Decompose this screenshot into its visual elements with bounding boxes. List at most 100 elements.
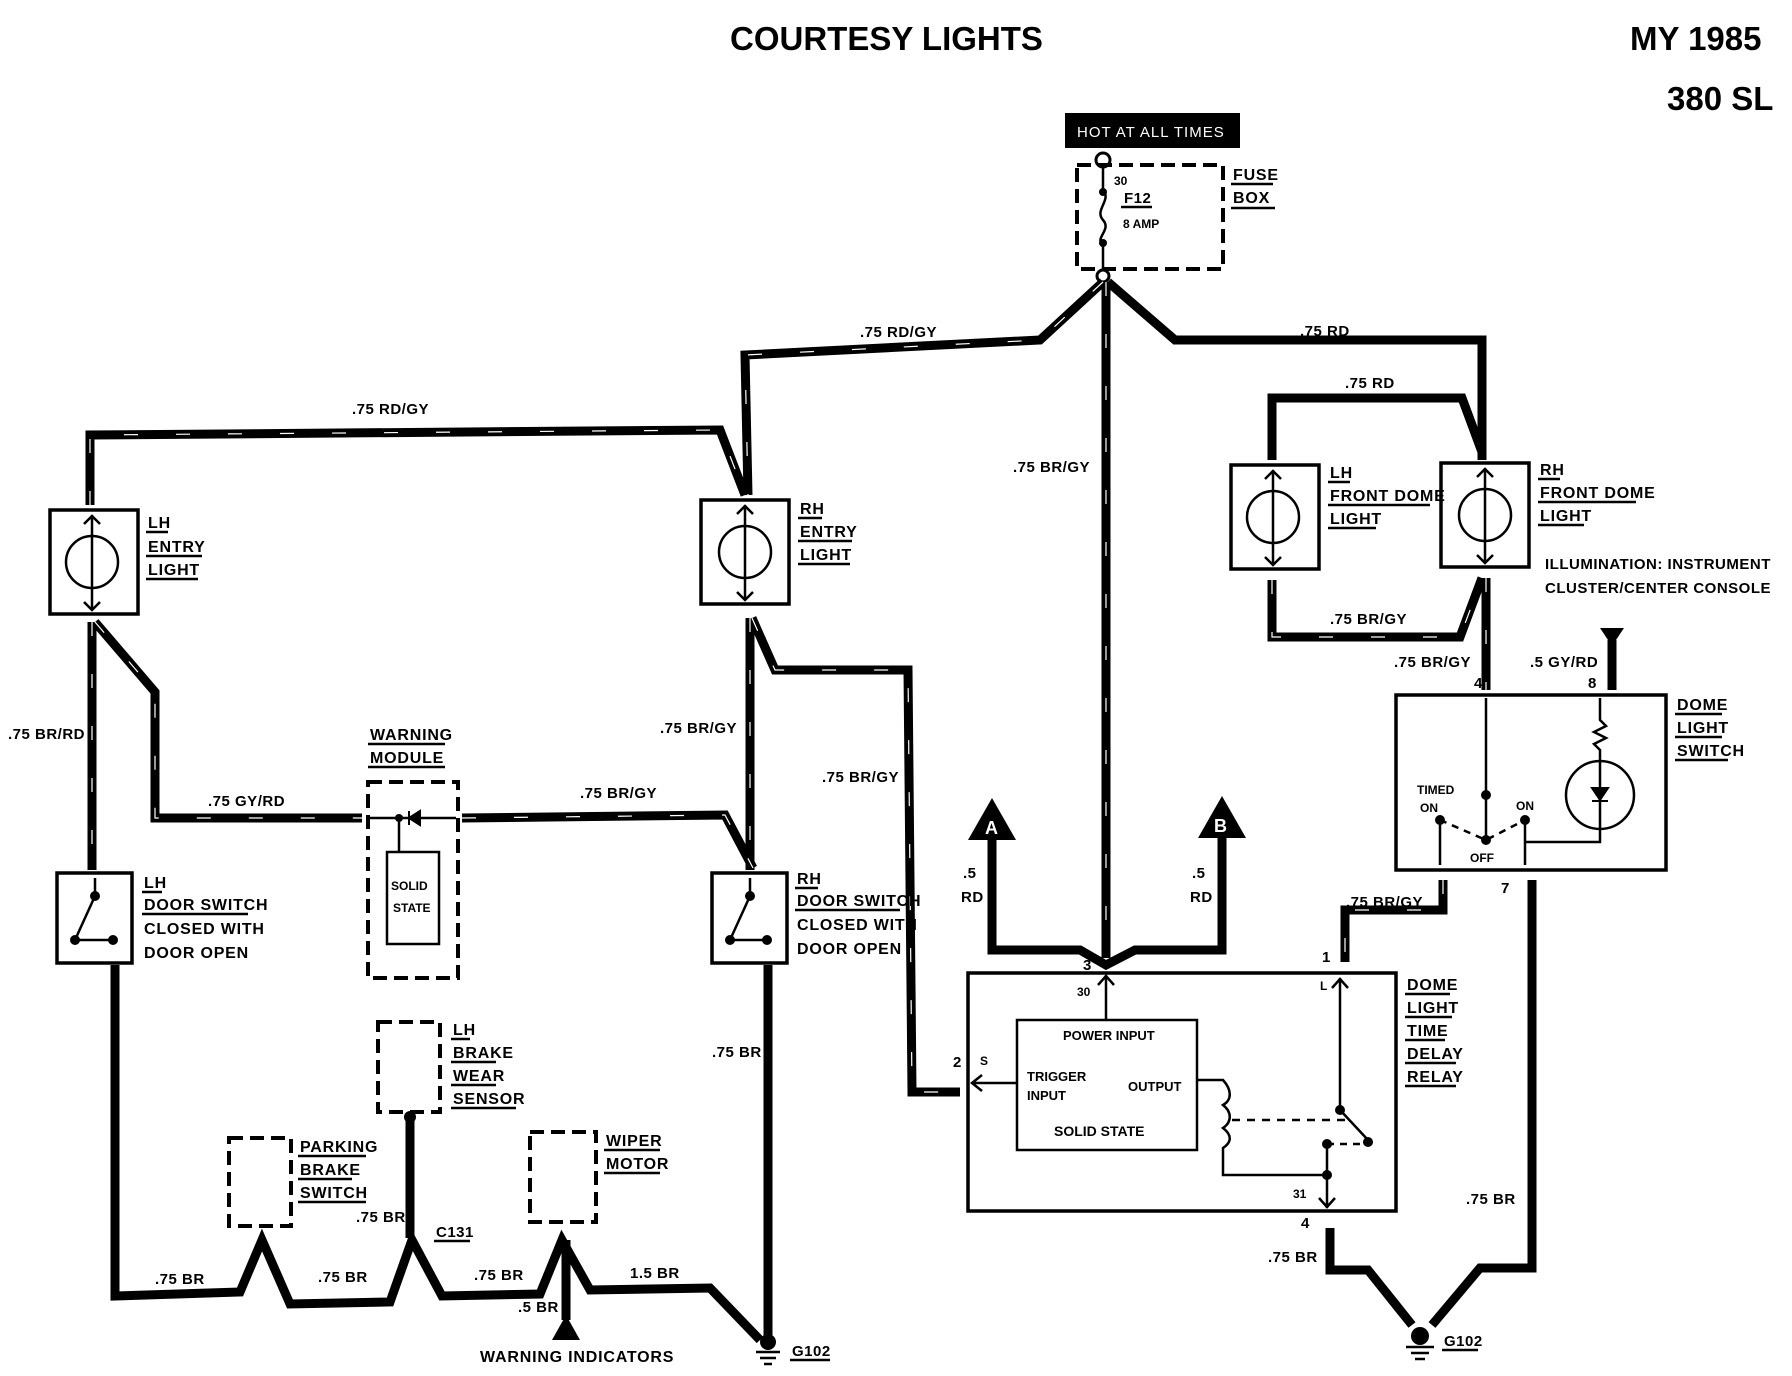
- fuse-box-label-2: BOX: [1233, 190, 1270, 207]
- power-source: HOT AT ALL TIMES 30 F12 8 AMP FUSE BOX: [1065, 113, 1279, 284]
- wiper-motor-label-2: MOTOR: [606, 1156, 669, 1173]
- relay-label-5: RELAY: [1407, 1069, 1464, 1086]
- wire-label: .75 RD: [1300, 323, 1350, 340]
- hot-at-all-times-banner: [1065, 113, 1240, 148]
- fuse-f12-icon: [1099, 167, 1107, 272]
- wiper-motor-label-1: WIPER: [606, 1133, 662, 1150]
- ground-g102-left: G102: [756, 1334, 831, 1366]
- switch-timed-on-label: ON: [1420, 801, 1438, 815]
- warning-module-label-2: MODULE: [370, 750, 444, 767]
- wire-label: 1.5 BR: [630, 1265, 680, 1282]
- warning-indicators: WARNING INDICATORS: [480, 1315, 673, 1366]
- switch-pin-7: 7: [1501, 880, 1510, 897]
- wire-label: .75 BR/RD: [8, 726, 85, 743]
- relay-coil-icon: [1197, 1078, 1327, 1177]
- warning-indicators-arrow-icon: [552, 1315, 580, 1340]
- dome-light-time-delay-relay: POWER INPUT TRIGGER INPUT OUTPUT SOLID S…: [953, 949, 1464, 1232]
- wire-label: .75 BR/GY: [660, 720, 737, 737]
- lh-dome-label-1: LH: [1330, 465, 1353, 482]
- parking-brake-label-3: SWITCH: [300, 1185, 368, 1202]
- wire-label: .5 GY/RD: [1530, 654, 1598, 671]
- illumination-note-1: ILLUMINATION: INSTRUMENT: [1545, 556, 1771, 573]
- resistor-icon: [1591, 698, 1609, 828]
- wire-lh-entry-to-warning: [91, 619, 362, 823]
- lh-door-switch-label-4: DOOR OPEN: [144, 945, 249, 962]
- diode-icon: [407, 809, 421, 827]
- wire-warning-to-rh-door: [461, 810, 757, 871]
- wire-label: .75 BR: [155, 1271, 205, 1288]
- wire-label: RD: [1190, 889, 1213, 906]
- parking-brake-switch: PARKING BRAKE SWITCH: [227, 1136, 377, 1228]
- connector-b: B: [1198, 796, 1246, 838]
- connector-a-arrow-icon: [968, 798, 1016, 840]
- model-year: MY 1985: [1630, 20, 1761, 57]
- wire-label: .75 BR/GY: [822, 769, 899, 786]
- warning-module-solid: SOLID: [391, 879, 428, 893]
- connector-b-label: B: [1214, 816, 1227, 836]
- switch-on-label: ON: [1516, 799, 1534, 813]
- wire-relay-ground: [1325, 1228, 1416, 1328]
- hot-at-all-times-label: HOT AT ALL TIMES: [1077, 124, 1225, 141]
- wire-label: .75 BR: [1466, 1191, 1516, 1208]
- wire-labels: .75 RD/GY .75 RD/GY .75 BR/GY .75 RD .75…: [8, 323, 1598, 1316]
- rh-entry-light-label-3: LIGHT: [800, 547, 852, 564]
- lh-entry-light: LH ENTRY LIGHT: [48, 508, 206, 616]
- pin-8-feed-arrow-icon: [1600, 628, 1624, 646]
- lh-dome-label-2: FRONT DOME: [1330, 488, 1446, 505]
- lh-door-switch-label-2: DOOR SWITCH: [144, 897, 268, 914]
- relay-pin-31: 31: [1293, 1187, 1307, 1201]
- warning-module-state: STATE: [393, 901, 431, 915]
- relay-label-1: DOME: [1407, 977, 1458, 994]
- lh-front-dome-light: LH FRONT DOME LIGHT: [1229, 463, 1446, 571]
- wire-label: .75 BR/GY: [580, 785, 657, 802]
- wire-label: .75 GY/RD: [208, 793, 285, 810]
- rh-door-switch-label-2: DOOR SWITCH: [797, 893, 921, 910]
- ground-left-label: G102: [792, 1343, 831, 1360]
- relay-output: OUTPUT: [1128, 1079, 1182, 1094]
- lh-door-switch: LH DOOR SWITCH CLOSED WITH DOOR OPEN: [55, 871, 268, 965]
- lh-door-switch-label-3: CLOSED WITH: [144, 921, 265, 938]
- wire-label: .75 RD/GY: [860, 324, 937, 341]
- relay-label-2: LIGHT: [1407, 1000, 1459, 1017]
- model-name: 380 SL: [1667, 80, 1773, 117]
- lh-entry-light-label-3: LIGHT: [148, 562, 200, 579]
- indicator-lamp-icon: [1564, 759, 1636, 831]
- warning-module: WARNING MODULE SOLID STATE: [366, 727, 460, 980]
- wire-label: .75 BR/GY: [1330, 611, 1407, 628]
- rh-entry-light-label-2: ENTRY: [800, 524, 858, 541]
- connector-a: A: [968, 798, 1016, 840]
- wire-label: .75 BR: [1268, 1249, 1318, 1266]
- wire-fuse-to-dome: [1105, 278, 1487, 460]
- wire-rh-entry-to-lh-entry: [85, 425, 750, 505]
- brake-sensor-label-4: SENSOR: [453, 1091, 525, 1108]
- relay-power-input: POWER INPUT: [1063, 1028, 1155, 1043]
- switch-pin-8: 8: [1588, 675, 1597, 692]
- wire-label: .75 BR/GY: [1013, 459, 1090, 476]
- fuse-rating: 8 AMP: [1123, 217, 1159, 231]
- rh-entry-light-label-1: RH: [800, 501, 825, 518]
- wire-label: RD: [961, 889, 984, 906]
- wiper-motor: WIPER MOTOR: [528, 1130, 669, 1224]
- fuse-box-label-1: FUSE: [1233, 167, 1279, 184]
- rh-door-switch-label-3: CLOSED WITH: [797, 917, 918, 934]
- rh-entry-light: RH ENTRY LIGHT: [699, 498, 858, 606]
- relay-pin-30: 30: [1077, 985, 1091, 999]
- lh-entry-light-label-2: ENTRY: [148, 539, 206, 556]
- relay-solid-state: SOLID STATE: [1054, 1123, 1144, 1139]
- connector-c131-label: C131: [436, 1224, 474, 1241]
- rh-dome-label-1: RH: [1540, 462, 1565, 479]
- dome-light-switch: TIMED ON OFF ON DOME LIGHT SWITCH 4 8 7: [1394, 628, 1744, 897]
- relay-label-3: TIME: [1407, 1023, 1448, 1040]
- wire-dome-crossover: [1267, 393, 1487, 460]
- wire-switch-ground: [1428, 880, 1537, 1328]
- relay-pin-s: S: [980, 1054, 988, 1068]
- parking-brake-label-2: BRAKE: [300, 1162, 361, 1179]
- ground-g102-right: G102: [1406, 1327, 1483, 1361]
- ground-right-label: G102: [1444, 1333, 1483, 1350]
- connector-a-label: A: [985, 818, 998, 838]
- lh-entry-light-label-1: LH: [148, 515, 171, 532]
- wire-label: .75 RD: [1345, 375, 1395, 392]
- rh-door-switch: RH DOOR SWITCH CLOSED WITH DOOR OPEN: [710, 871, 921, 965]
- switch-timed-label: TIMED: [1417, 783, 1455, 797]
- brake-sensor-label-3: WEAR: [453, 1068, 505, 1085]
